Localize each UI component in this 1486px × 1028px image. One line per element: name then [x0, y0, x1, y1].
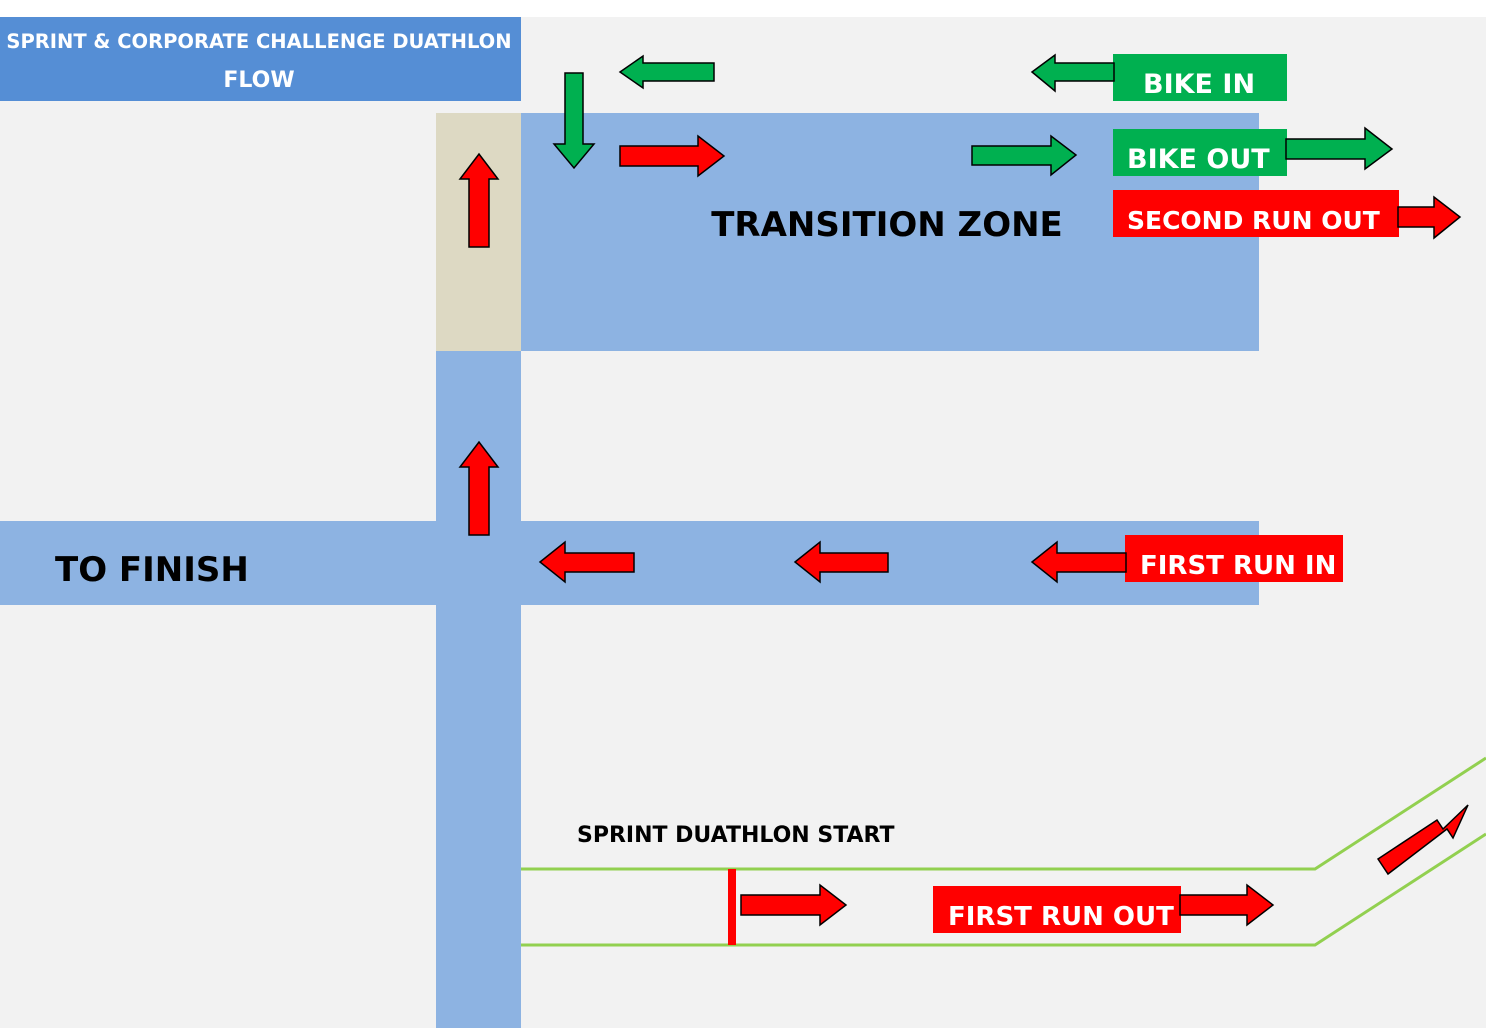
sprint-start-label: SPRINT DUATHLON START	[577, 823, 895, 848]
bike-right-arrow-zone	[971, 134, 1078, 177]
run-diagonal-arrow	[1376, 804, 1469, 876]
run-right-arrow-start	[740, 883, 848, 927]
title-line-1: SPRINT & CORPORATE CHALLENGE DUATHLON	[6, 30, 511, 53]
to-finish-label: TO FINISH	[55, 550, 249, 590]
bike-in-label: BIKE IN	[1143, 69, 1255, 100]
start-lane-top-line	[521, 756, 1486, 871]
run-up-arrow-path	[458, 440, 500, 536]
run-up-arrow-gate	[458, 152, 500, 248]
second-run-out-label: SECOND RUN OUT	[1127, 206, 1380, 235]
run-left-arrow-1	[538, 540, 635, 584]
bike-out-label: BIKE OUT	[1127, 144, 1270, 175]
run-right-arrow-top	[619, 134, 726, 178]
run-left-arrow-2	[793, 540, 889, 584]
first-run-out-box	[933, 886, 1181, 933]
start-line	[728, 869, 736, 945]
title-line-2: FLOW	[223, 68, 294, 93]
bike-in-arrow	[1030, 53, 1115, 93]
first-run-in-arrow	[1030, 540, 1127, 584]
bike-out-box	[1113, 129, 1287, 176]
start-lane-bottom-line	[521, 832, 1486, 947]
top-white-strip	[0, 0, 1486, 17]
bike-in-box	[1113, 54, 1287, 101]
bike-down-arrow	[552, 72, 596, 170]
second-run-out-box	[1113, 190, 1399, 237]
title-banner	[0, 17, 521, 101]
bike-out-arrow	[1285, 126, 1394, 171]
first-run-in-box	[1125, 535, 1343, 582]
bike-left-arrow-top	[618, 54, 715, 90]
transition-zone-label: TRANSITION ZONE	[711, 205, 1063, 245]
first-run-out-arrow	[1179, 883, 1275, 927]
second-run-out-arrow	[1397, 195, 1462, 240]
first-run-out-label: FIRST RUN OUT	[948, 902, 1174, 932]
first-run-in-label: FIRST RUN IN	[1140, 551, 1336, 581]
